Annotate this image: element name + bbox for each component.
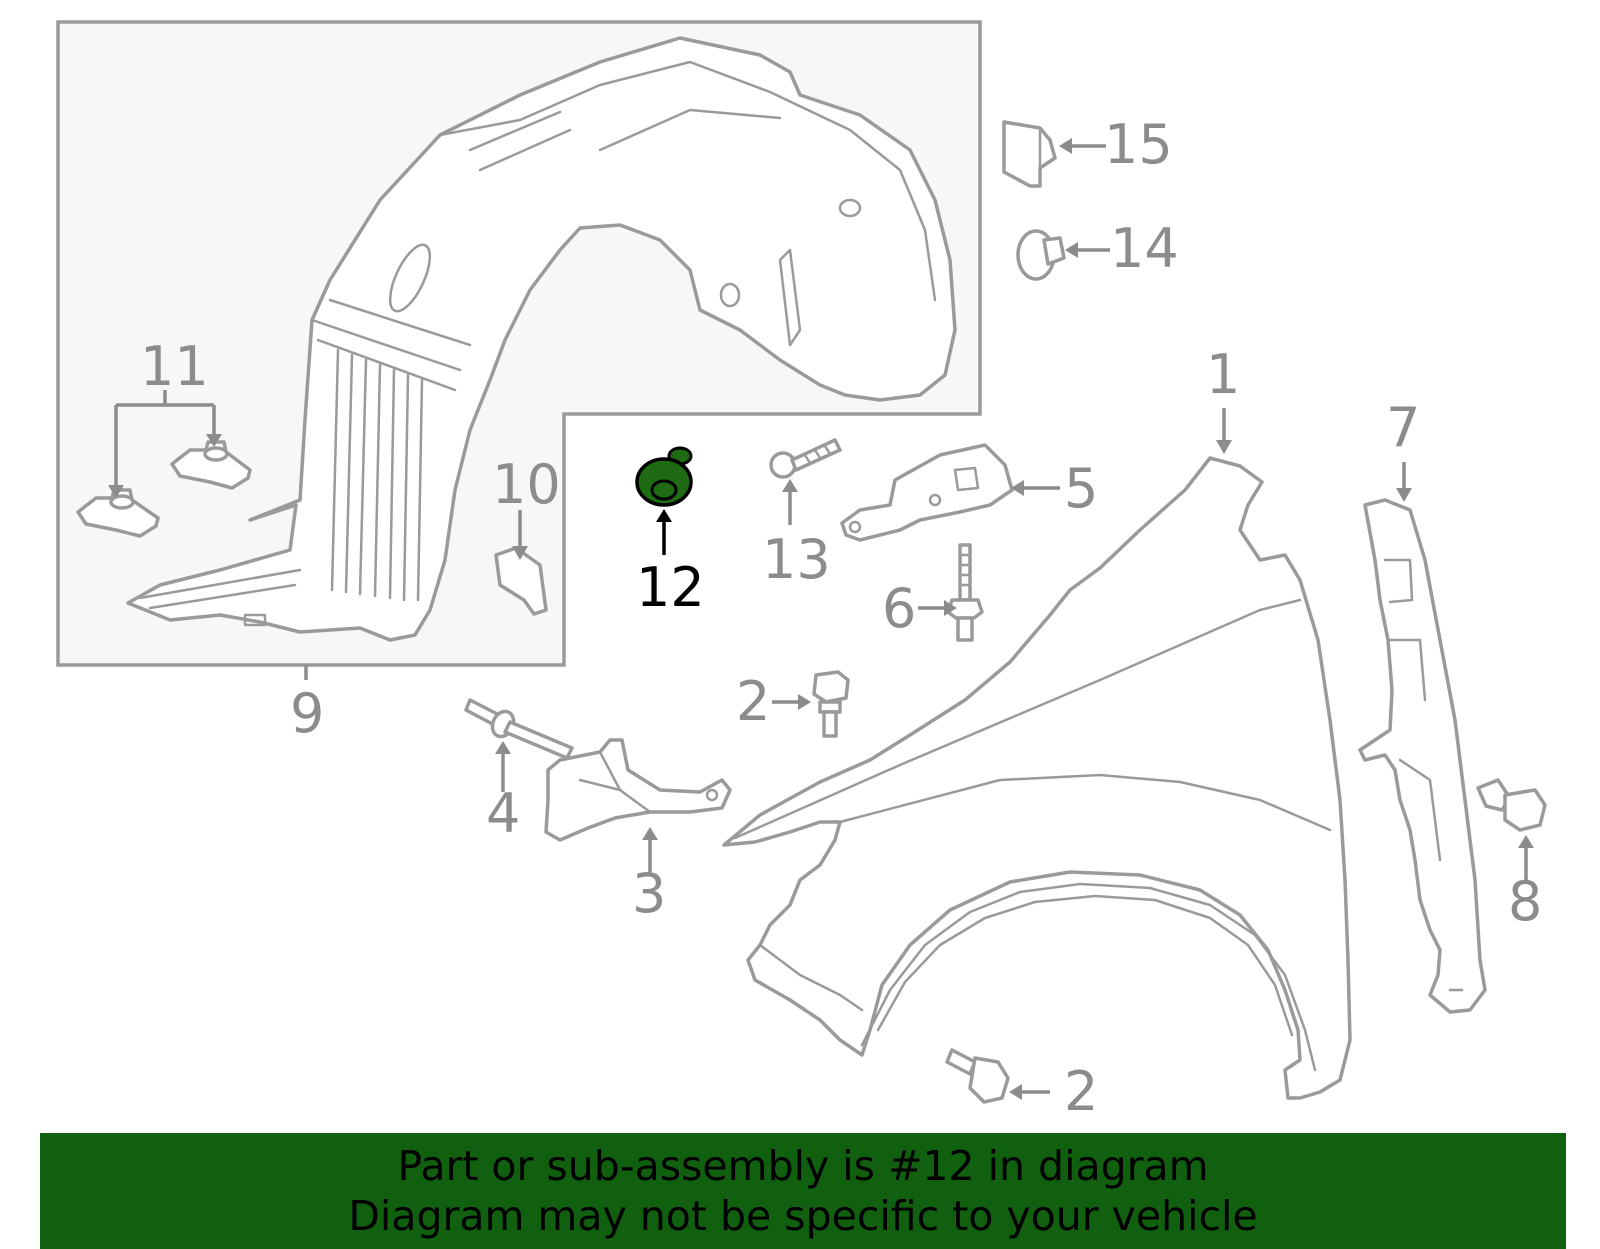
clip-part-15[interactable] bbox=[1002, 120, 1057, 188]
callout-8: 8 bbox=[1508, 870, 1542, 933]
clip-part-8[interactable] bbox=[1476, 778, 1547, 832]
clip-part-11a[interactable] bbox=[170, 440, 252, 490]
bracket-part-3[interactable] bbox=[544, 738, 732, 842]
clip-part-11b[interactable] bbox=[76, 488, 160, 538]
callout-14: 14 bbox=[1110, 217, 1179, 280]
callout-3: 3 bbox=[632, 862, 666, 925]
fender-liner-part[interactable] bbox=[126, 36, 957, 642]
banner-line-2: Diagram may not be specific to your vehi… bbox=[348, 1192, 1258, 1240]
stud-part-6[interactable] bbox=[946, 543, 984, 642]
callout-2-upper: 2 bbox=[736, 670, 770, 733]
callout-13: 13 bbox=[762, 528, 831, 591]
banner-line-1: Part or sub-assembly is #12 in diagram bbox=[397, 1142, 1209, 1190]
callout-2-lower: 2 bbox=[1064, 1060, 1098, 1123]
part-info-banner: Part or sub-assembly is #12 in diagram D… bbox=[40, 1133, 1566, 1249]
grommet-part-12-highlighted[interactable] bbox=[635, 446, 693, 507]
bracket-part-5[interactable] bbox=[840, 443, 1014, 542]
bolt-part-2-lower[interactable] bbox=[945, 1048, 1010, 1104]
callout-6: 6 bbox=[882, 577, 916, 640]
stud-part-4[interactable] bbox=[464, 698, 574, 760]
callout-7: 7 bbox=[1386, 396, 1420, 459]
callout-11: 11 bbox=[140, 335, 209, 398]
callout-10: 10 bbox=[492, 453, 561, 516]
fender-part-1[interactable] bbox=[722, 456, 1352, 1100]
callout-1: 1 bbox=[1206, 343, 1240, 406]
seal-part-7[interactable] bbox=[1358, 498, 1487, 1014]
push-pin-part-14[interactable] bbox=[1016, 229, 1066, 281]
callout-12: 12 bbox=[636, 556, 705, 619]
callout-9: 9 bbox=[290, 682, 324, 745]
callout-5: 5 bbox=[1064, 457, 1098, 520]
callout-15: 15 bbox=[1104, 113, 1173, 176]
callout-4: 4 bbox=[486, 782, 520, 845]
bolt-part-2-upper[interactable] bbox=[812, 670, 850, 738]
screw-part-13[interactable] bbox=[769, 438, 842, 479]
